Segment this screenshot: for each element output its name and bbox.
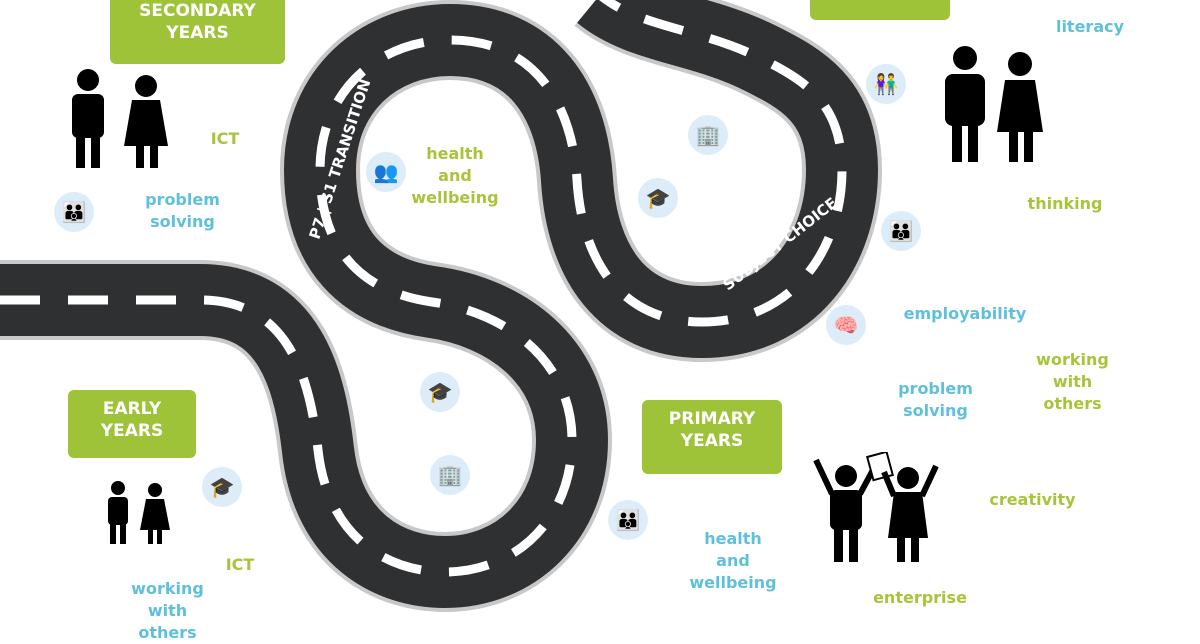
skill-label: problem solving [898, 379, 973, 420]
skill-label: employability [903, 304, 1027, 323]
building-icon: 🏢 [430, 455, 470, 495]
secondary-students-icon [72, 69, 168, 168]
skill-label: working with others [1036, 350, 1109, 413]
skill-label: health and wellbeing [411, 144, 499, 207]
early-years-bubble: EARLY YEARS [68, 390, 196, 458]
skill-label: enterprise [873, 588, 967, 607]
family-icon: 👫 [866, 64, 906, 104]
head-brain-icon: 🧠 [826, 305, 866, 345]
diploma-icon: 🎓 [638, 178, 678, 218]
skill-label: literacy [1055, 17, 1125, 36]
building-icon: 🏢 [688, 115, 728, 155]
early-years-children-icon [108, 481, 170, 544]
skill-label: thinking [1027, 194, 1103, 213]
team-icon: 👪 [54, 192, 94, 232]
diploma-icon: 🎓 [420, 372, 460, 412]
senior-students-icon [945, 46, 1043, 162]
people-group-icon: 👥 [366, 152, 406, 192]
team-icon: 👪 [881, 211, 921, 251]
winding-road [0, 0, 883, 613]
skill-label: health and wellbeing [689, 529, 777, 592]
primary-years-bubble: PRIMARY YEARS [642, 400, 782, 474]
stage-bubble-top-right [810, 0, 950, 20]
skill-label: ICT [225, 555, 255, 574]
primary-children-celebrating-icon [813, 452, 939, 562]
secondary-years-bubble: SECONDARY YEARS [110, 0, 285, 64]
skill-label: problem solving [145, 190, 220, 231]
team-icon: 👪 [608, 500, 648, 540]
diploma-icon: 🎓 [202, 467, 242, 507]
skill-label: working with others [131, 579, 204, 642]
skill-label: creativity [989, 490, 1076, 509]
skill-label: ICT [210, 129, 240, 148]
